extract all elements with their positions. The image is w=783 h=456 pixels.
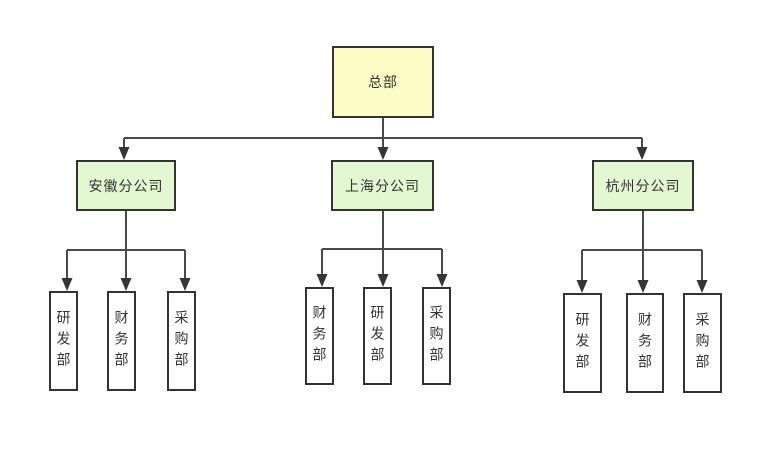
node-dept-anhui-rd: 研发部 — [49, 291, 78, 391]
node-branch-shanghai: 上海分公司 — [331, 160, 434, 211]
node-headquarters-label: 总部 — [368, 74, 398, 90]
node-branch-shanghai-label: 上海分公司 — [345, 177, 420, 194]
node-dept-label: 研发部 — [55, 309, 72, 373]
node-branch-anhui: 安徽分公司 — [76, 160, 176, 211]
node-dept-label: 财务部 — [311, 304, 328, 368]
connector-branch2-to-depts — [316, 211, 448, 287]
node-branch-anhui-label: 安徽分公司 — [88, 177, 164, 194]
node-dept-label: 采购部 — [428, 304, 445, 368]
node-dept-anhui-procurement: 采购部 — [167, 291, 196, 391]
node-dept-hangzhou-procurement: 采购部 — [683, 293, 722, 393]
node-dept-label: 研发部 — [574, 311, 591, 375]
node-dept-label: 采购部 — [694, 311, 711, 375]
node-branch-hangzhou: 杭州分公司 — [592, 160, 694, 211]
node-dept-shanghai-finance: 财务部 — [305, 287, 334, 385]
node-dept-hangzhou-finance: 财务部 — [626, 293, 664, 393]
node-dept-shanghai-rd: 研发部 — [363, 287, 392, 385]
node-dept-label: 采购部 — [173, 309, 190, 373]
connector-root-to-branches — [118, 118, 648, 160]
node-dept-label: 财务部 — [637, 311, 653, 375]
connector-branch3-to-depts — [576, 211, 708, 293]
node-dept-label: 财务部 — [113, 309, 130, 373]
node-branch-hangzhou-label: 杭州分公司 — [605, 177, 681, 194]
node-dept-hangzhou-rd: 研发部 — [563, 293, 602, 393]
connector-branch1-to-depts — [61, 211, 191, 291]
node-dept-anhui-finance: 财务部 — [107, 291, 136, 391]
node-dept-shanghai-procurement: 采购部 — [422, 287, 451, 385]
node-headquarters: 总部 — [332, 46, 434, 118]
node-dept-label: 研发部 — [369, 304, 386, 368]
